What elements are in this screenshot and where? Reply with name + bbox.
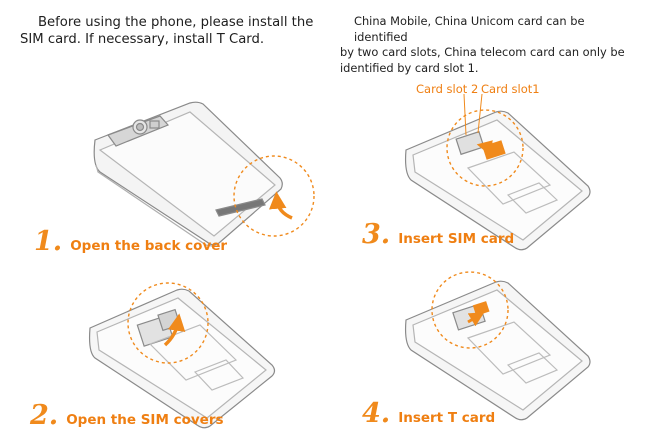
lift-cover-arrow-icon	[163, 313, 186, 347]
card-slot-2-label: Card slot 2	[416, 82, 479, 96]
step-3-number: 3.	[362, 219, 391, 250]
sim-slots-highlight-circle	[446, 109, 524, 187]
tcard-slot-highlight-circle	[431, 271, 509, 349]
intro-right: China Mobile, China Unicom card can be i…	[340, 14, 640, 76]
sim-covers-highlight-circle	[127, 282, 209, 364]
intro-right-line-1: China Mobile, China Unicom card can be i…	[354, 14, 585, 44]
intro-left: Before using the phone, please install t…	[20, 14, 320, 48]
slot1-pointer	[477, 93, 483, 134]
step-1: 1. Open the back cover	[34, 228, 227, 255]
step-2-number: 2.	[30, 400, 59, 431]
phone-sim-covers-illustration	[88, 288, 276, 429]
phone-insert-sim-illustration	[404, 110, 591, 251]
step-4-label: Insert T card	[398, 410, 496, 426]
insert-tcard-arrow-icon	[467, 312, 485, 327]
slot2-pointer	[463, 93, 467, 136]
open-cover-arrow-icon	[269, 191, 293, 220]
step-1-number: 1.	[34, 226, 63, 257]
intro-left-line-2: SIM card. If necessary, install T Card.	[20, 32, 265, 47]
intro-right-line-2: by two card slots, China telecom card ca…	[340, 45, 625, 59]
intro-left-line-1: Before using the phone, please install t…	[38, 15, 314, 30]
phone-back-illustration	[93, 101, 283, 247]
step-1-label: Open the back cover	[70, 238, 228, 254]
back-cover-highlight-circle	[233, 155, 315, 237]
step-2: 2. Open the SIM covers	[30, 402, 224, 429]
card-slot-1-label: Card slot1	[481, 82, 540, 96]
step-4: 4. Insert T card	[362, 400, 495, 427]
step-3: 3. Insert SIM card	[362, 221, 514, 248]
insert-sim-arrow-icon	[476, 140, 503, 155]
step-4-number: 4.	[362, 398, 391, 429]
step-3-label: Insert SIM card	[398, 231, 515, 247]
step-2-label: Open the SIM covers	[66, 412, 224, 428]
intro-right-line-3: identified by card slot 1.	[340, 60, 479, 75]
